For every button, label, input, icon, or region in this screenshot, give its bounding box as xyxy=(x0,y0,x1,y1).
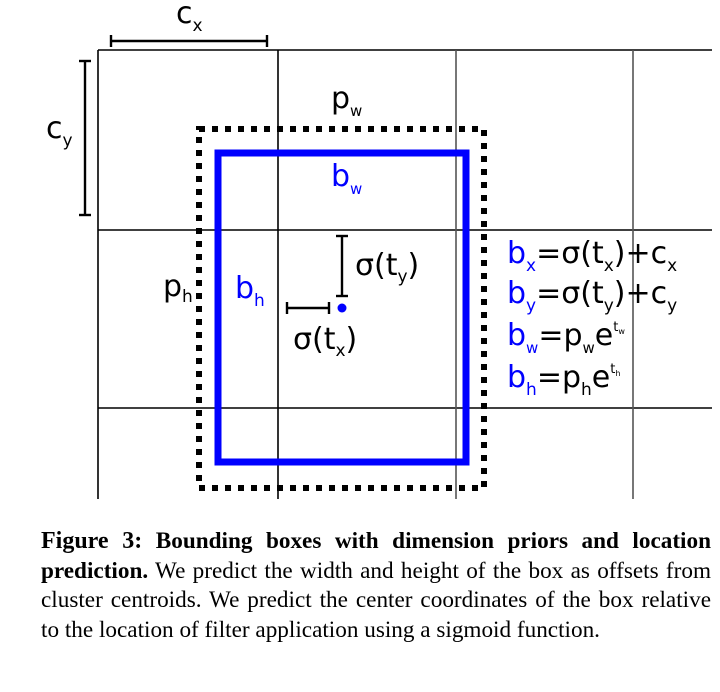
pw-label: pw xyxy=(331,81,362,120)
figure-caption: Figure 3: Bounding boxes with dimension … xyxy=(41,527,711,645)
caption-body-text: We predict the width and height of the b… xyxy=(41,557,711,643)
cx-label: cx xyxy=(176,0,203,36)
equation-bx: bx=σ(tx)+cx xyxy=(507,236,677,276)
bounding-box-diagram: cx cy pw bw ph bh σ(ty) σ(tx) bx=σ(tx)+c… xyxy=(46,0,712,499)
sigma-tx-label: σ(tx) xyxy=(293,322,357,361)
equation-bw: bw=pwetw xyxy=(507,318,625,357)
center-point xyxy=(337,303,347,313)
cx-dimension-bar xyxy=(109,35,269,47)
bh-label: bh xyxy=(235,271,265,311)
figure-label: Figure 3: xyxy=(41,528,143,554)
predicted-box xyxy=(214,149,470,466)
equation-bh: bh=pheth xyxy=(507,360,620,400)
sigma-tx-bar xyxy=(285,302,331,314)
equation-by: by=σ(ty)+cy xyxy=(507,276,677,316)
sigma-ty-bar xyxy=(336,234,348,298)
cy-label: cy xyxy=(46,111,73,151)
bw-label: bw xyxy=(331,159,362,198)
caption-bold-text: Bounding boxes with dimension priors and… xyxy=(41,528,711,584)
ph-label: ph xyxy=(163,269,193,307)
prior-box xyxy=(196,126,487,491)
sigma-ty-label: σ(ty) xyxy=(355,248,419,287)
equations: bx=σ(tx)+cx by=σ(ty)+cy bw=pwetw bh=phet… xyxy=(507,236,677,400)
cy-dimension-bar xyxy=(79,59,91,217)
